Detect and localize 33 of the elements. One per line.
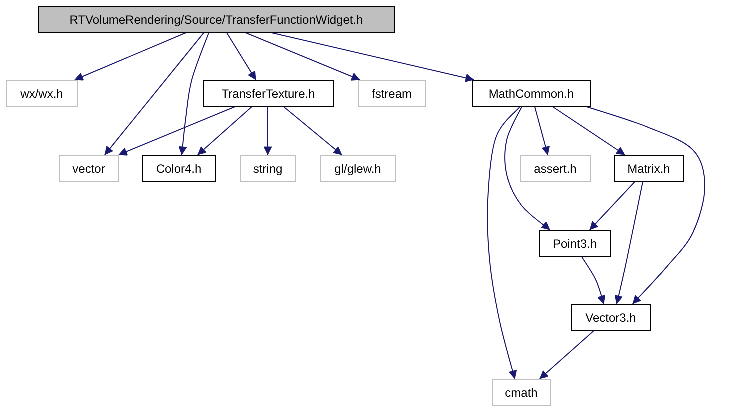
dependency-arrow <box>178 32 210 156</box>
dependency-arrow <box>487 106 520 380</box>
header-file-node: fstream <box>358 80 426 107</box>
dependency-arrow <box>74 32 186 81</box>
header-file-node: wx/wx.h <box>6 80 78 107</box>
dependency-arrow <box>614 182 644 304</box>
dependency-arrow <box>264 106 272 156</box>
header-file-node: RTVolumeRendering/Source/TransferFunctionWidget.h <box>38 6 395 33</box>
header-file-node: Point3.h <box>539 230 611 257</box>
header-file-node: string <box>240 155 296 182</box>
header-file-node: cmath <box>492 379 551 406</box>
dependency-arrow <box>586 106 706 304</box>
dependency-arrow <box>504 106 550 230</box>
header-file-node: gl/glew.h <box>320 155 396 182</box>
header-file-node: TransferTexture.h <box>203 80 334 107</box>
dependency-arrow <box>226 32 256 80</box>
dependency-arrow <box>582 256 606 304</box>
header-file-node: vector <box>59 155 119 182</box>
header-file-node: assert.h <box>520 155 591 182</box>
dependency-arrow <box>104 32 204 156</box>
header-file-node: Matrix.h <box>614 155 684 182</box>
dependency-arrow <box>246 32 360 81</box>
dependency-arrow <box>198 106 252 156</box>
header-file-node: Color4.h <box>142 155 216 182</box>
dependency-arrow <box>552 106 626 156</box>
dependency-arrow <box>534 106 550 156</box>
dependency-arrow <box>284 106 342 156</box>
dependency-arrow <box>540 330 594 380</box>
header-file-node: Vector3.h <box>571 304 651 331</box>
header-file-node: MathCommon.h <box>472 80 591 107</box>
dependency-arrow <box>590 182 636 230</box>
dependency-arrow <box>272 32 474 82</box>
dependency-arrow <box>118 106 236 156</box>
